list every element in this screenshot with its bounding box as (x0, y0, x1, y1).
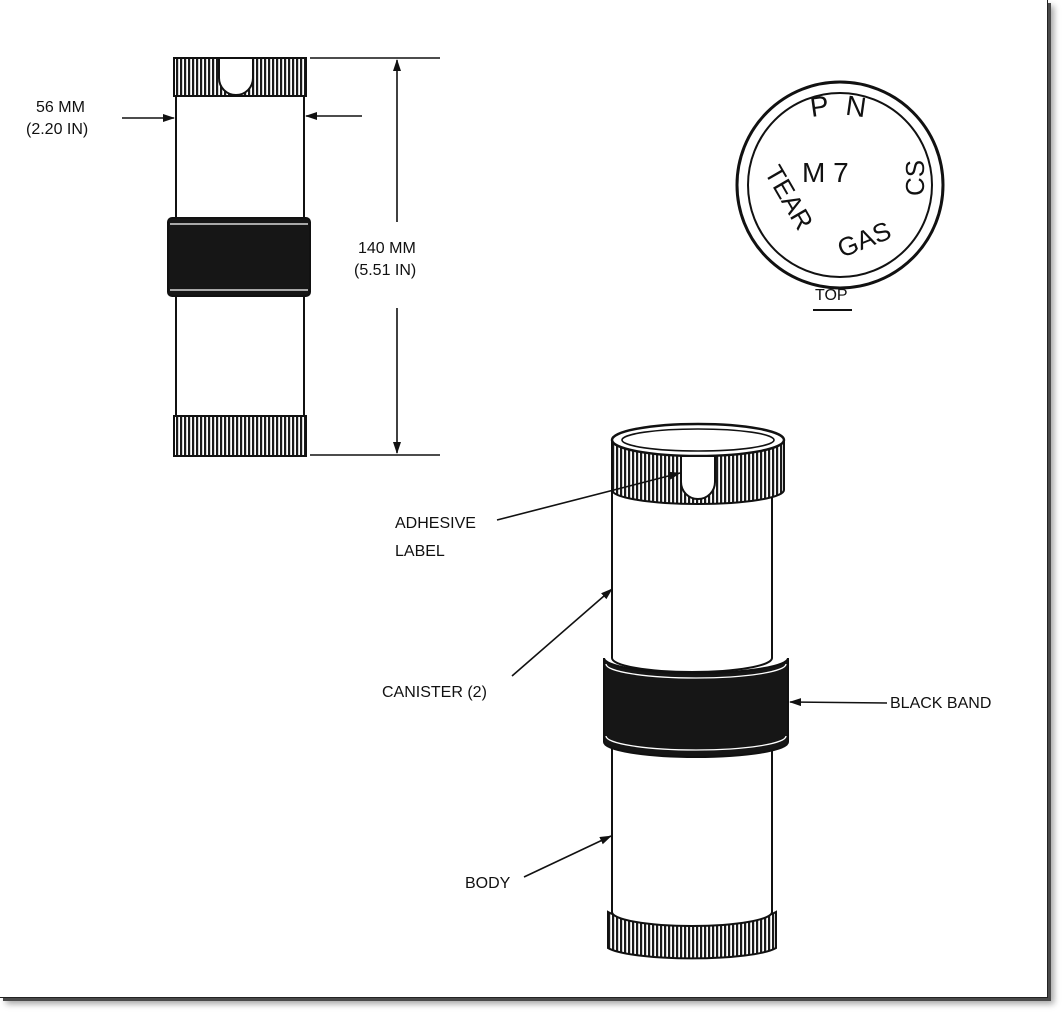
callout-adhesive-label: ADHESIVE LABEL (395, 471, 681, 560)
canister-label: CANISTER (2) (382, 684, 487, 701)
length-in-label: (5.51 IN) (354, 262, 416, 279)
persp-upper-body (611, 489, 773, 673)
stamp-agent: CS (900, 160, 930, 196)
perspective-canister (603, 422, 789, 960)
top-inner-circle (747, 92, 933, 278)
persp-top-inner-rim (621, 428, 775, 452)
persp-black-band (603, 657, 789, 758)
callout-body: BODY (465, 835, 612, 892)
diameter-in-label: (2.20 IN) (26, 121, 88, 138)
front-upper-body (175, 95, 305, 219)
callout-canister: CANISTER (2) (382, 588, 613, 701)
diameter-dimension: 56 MM (2.20 IN) (26, 99, 362, 138)
length-mm-label: 140 MM (358, 240, 416, 257)
stamp-letter-n: N (844, 90, 868, 124)
callout-black-band: BLACK BAND (789, 695, 991, 712)
front-black-band (167, 217, 311, 297)
persp-lower-body (611, 745, 773, 927)
diagram-frame: 56 MM (2.20 IN) 140 MM (5.51 IN) P N M 7… (0, 0, 1048, 998)
body-label: BODY (465, 875, 511, 892)
adhesive-label-line1: ADHESIVE (395, 515, 476, 532)
top-view-marking: P N M 7 CS TEAR GAS TOP (735, 80, 945, 311)
stamp-model: M 7 (802, 157, 849, 188)
black-band-label: BLACK BAND (890, 695, 991, 712)
persp-label-notch (680, 455, 716, 500)
front-lower-body (175, 295, 305, 417)
front-view-canister (167, 57, 311, 457)
front-label-notch (218, 57, 254, 96)
canister-diagram: 56 MM (2.20 IN) 140 MM (5.51 IN) P N M 7… (26, 57, 991, 960)
front-bottom-knurl (173, 415, 307, 457)
adhesive-label-line2: LABEL (395, 543, 445, 560)
top-caption: TOP (815, 287, 848, 304)
stamp-letter-p: P (808, 90, 831, 123)
diameter-mm-label: 56 MM (36, 99, 85, 116)
length-dimension: 140 MM (5.51 IN) (310, 57, 440, 456)
